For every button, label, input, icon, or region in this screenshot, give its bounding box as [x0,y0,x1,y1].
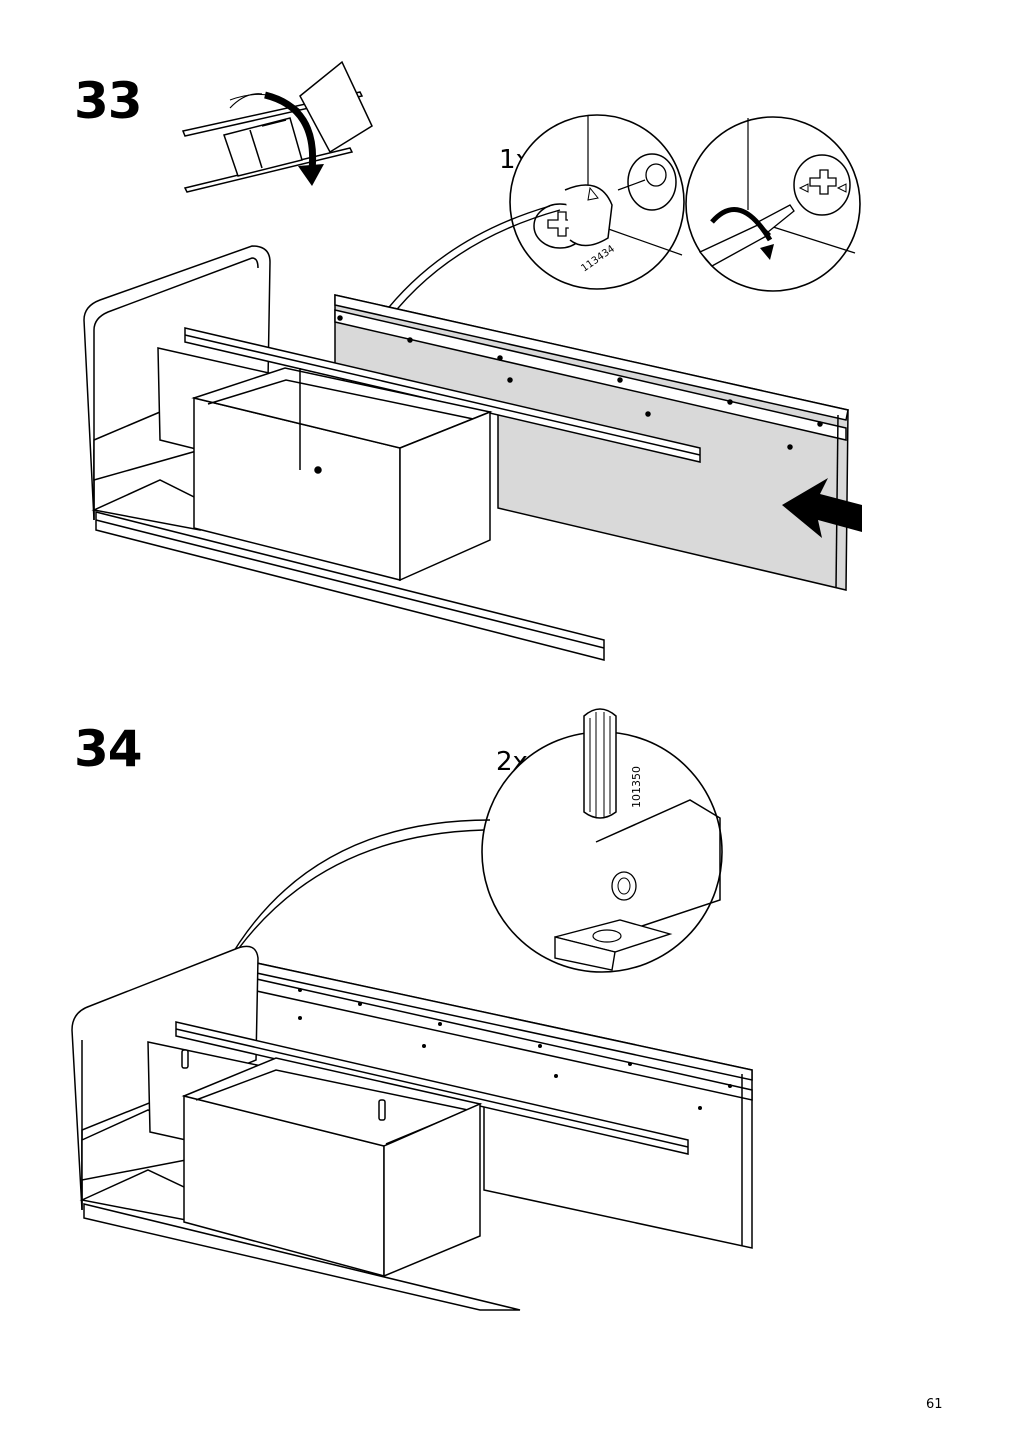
step-number-33: 33 [74,72,143,130]
push-arrow-icon [782,478,862,538]
screwdriver-callout [685,116,861,292]
dowel-part-number: 101350 [630,766,643,808]
flip-unit-illustration [181,60,373,193]
rotate-arrow-icon [229,91,324,186]
step-number-34: 34 [74,720,143,778]
dowel-callout: 101350 [481,708,723,973]
tv-bench-unit-step-34 [71,945,753,1311]
cam-lock-callout: 113434 [509,114,685,290]
tv-bench-unit-step-33 [83,245,849,661]
page-number: 61 [926,1397,943,1412]
panel-holes-step-34 [298,988,732,1110]
